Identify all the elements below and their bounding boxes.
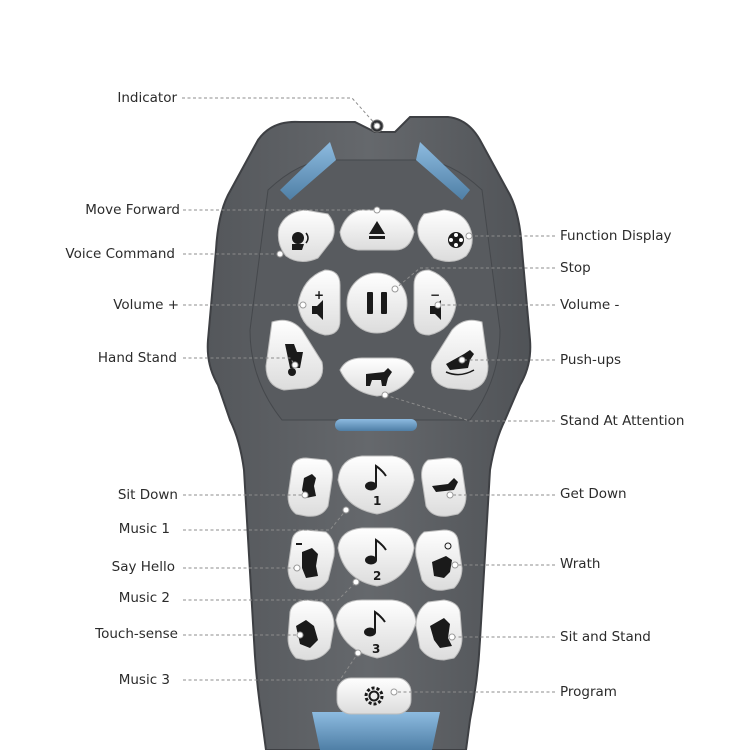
sit-and-stand-button[interactable] [415, 599, 463, 661]
leader-music-3 [183, 652, 359, 681]
bottom-light-panel [312, 712, 440, 750]
dog-sit-stand-icon [430, 618, 452, 648]
label-get-down: Get Down [560, 486, 627, 502]
label-stop: Stop [560, 260, 591, 276]
dog-angry-icon [432, 556, 452, 578]
right-light-strip [416, 142, 470, 200]
sit-down-button[interactable] [287, 457, 333, 517]
label-touch-sense: Touch-sense [95, 626, 178, 642]
button-number-2: 2 [373, 569, 381, 583]
label-voice-command: Voice Command [65, 246, 175, 262]
label-sit-down: Sit Down [117, 487, 178, 503]
function-display-button[interactable] [417, 209, 473, 262]
label-sit-and-stand: Sit and Stand [560, 629, 651, 645]
arrow-up-icon [369, 221, 385, 234]
leader-indicator [182, 97, 378, 127]
label-stand-at-attention: Stand At Attention [560, 413, 685, 429]
voice-command-button[interactable] [277, 209, 335, 262]
minus-icon: − [430, 288, 440, 302]
dog-waving-icon [302, 548, 318, 578]
film-reel-icon [448, 232, 464, 248]
label-push-ups: Push-ups [560, 352, 622, 368]
speaking-head-icon [292, 232, 309, 250]
hand-stand-button[interactable] [265, 319, 324, 391]
dog-handstand-icon [285, 344, 303, 376]
leader-end-dots [276, 122, 473, 696]
center-light-bar [335, 419, 417, 431]
label-volume-minus: Volume - [560, 297, 620, 313]
label-volume-plus: Volume + [113, 297, 179, 313]
stand-at-attention-button[interactable] [339, 357, 415, 397]
pause-icon [367, 292, 387, 314]
music-note-icon [365, 464, 387, 491]
label-music-2: Music 2 [118, 590, 170, 606]
leader-stand-at-attention [384, 394, 555, 422]
arrow-bar-icon [369, 236, 385, 239]
speaker-icon [312, 300, 323, 320]
gear-icon [364, 686, 384, 706]
button-number-3: 3 [372, 642, 380, 656]
dog-touch-icon [296, 620, 318, 648]
volume-up-button[interactable]: + [297, 269, 341, 336]
label-say-hello: Say Hello [111, 559, 175, 575]
label-indicator: Indicator [117, 90, 177, 106]
label-function-display: Function Display [560, 228, 672, 244]
plus-icon: + [314, 288, 324, 302]
leader-lines [182, 97, 555, 693]
leader-music-2 [183, 581, 357, 601]
label-program: Program [560, 684, 617, 700]
button-number-1: 1 [373, 494, 381, 508]
left-light-strip [280, 142, 336, 200]
minus-mark-icon [296, 543, 302, 545]
move-forward-button[interactable] [339, 209, 415, 251]
music-note-icon [364, 610, 386, 637]
label-wrath: Wrath [560, 556, 601, 572]
leader-stop [394, 267, 555, 290]
music-2-button[interactable]: 2 [337, 527, 415, 587]
dog-lying-icon [432, 478, 458, 492]
dog-standing-icon [366, 368, 392, 386]
get-down-button[interactable] [421, 457, 467, 517]
music-1-button[interactable]: 1 [337, 455, 415, 515]
spark-icon [444, 542, 452, 550]
touch-sense-button[interactable] [287, 599, 335, 661]
stop-button[interactable] [346, 272, 408, 334]
label-hand-stand: Hand Stand [97, 350, 177, 366]
music-note-icon [365, 538, 387, 565]
wrath-button[interactable] [415, 529, 463, 591]
program-button[interactable] [336, 677, 412, 715]
say-hello-button[interactable] [287, 529, 335, 591]
label-music-1: Music 1 [118, 521, 170, 537]
label-move-forward: Move Forward [85, 202, 180, 218]
label-music-3: Music 3 [118, 672, 170, 688]
